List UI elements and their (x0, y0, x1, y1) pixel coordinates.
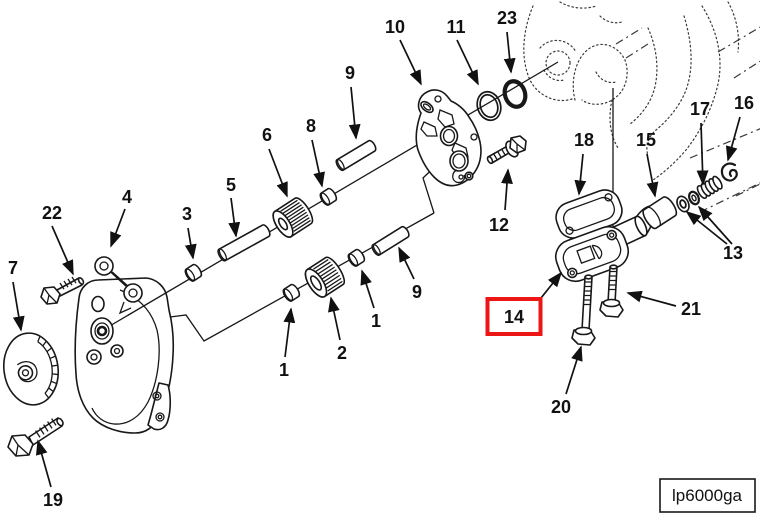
mounting-bracket (94, 256, 143, 315)
engine-block-section-lines (615, 26, 760, 213)
callout-13[interactable]: 13 (723, 243, 743, 263)
bolt-20 (571, 274, 596, 346)
callout-8[interactable]: 8 (306, 116, 316, 136)
callout-20[interactable]: 20 (551, 397, 571, 417)
o-ring-23 (502, 79, 528, 109)
callout-15[interactable]: 15 (636, 130, 656, 150)
callout-4[interactable]: 4 (122, 187, 132, 207)
callout-16[interactable]: 16 (734, 93, 754, 113)
callout-1-right[interactable]: 1 (371, 311, 381, 331)
callout-10[interactable]: 10 (385, 17, 405, 37)
callout-14-highlighted[interactable]: 14 (504, 307, 524, 327)
callout-19[interactable]: 19 (43, 490, 63, 510)
valve-spring-17 (696, 175, 723, 200)
idler-gear-2 (304, 256, 346, 298)
bolt-19 (7, 417, 64, 457)
pump-housing (74, 277, 175, 434)
callout-18[interactable]: 18 (574, 130, 594, 150)
callout-5[interactable]: 5 (226, 175, 236, 195)
bolt-22 (40, 276, 85, 305)
bushing-8 (319, 187, 338, 206)
housing-bores (86, 295, 124, 365)
shaft-5 (217, 224, 271, 262)
leader-arrows (12, 31, 741, 488)
callout-3[interactable]: 3 (182, 204, 192, 224)
callout-9-upper[interactable]: 9 (345, 63, 355, 83)
bolt-12 (486, 135, 527, 165)
retainer-clip-16 (720, 162, 738, 182)
idler-gear-6 (272, 197, 314, 238)
highlight-box-part-14[interactable] (485, 297, 543, 336)
callout-22[interactable]: 22 (42, 203, 62, 223)
callout-9-lower[interactable]: 9 (412, 282, 422, 302)
callout-12[interactable]: 12 (489, 215, 509, 235)
callout-6[interactable]: 6 (262, 125, 272, 145)
callout-23[interactable]: 23 (497, 8, 517, 28)
valve-gasket (555, 189, 623, 239)
bushing-3 (184, 263, 203, 282)
bolt-21 (599, 264, 624, 318)
drive-gear (2, 332, 60, 406)
bushing-1-right (347, 248, 366, 267)
valve-plunger-15 (642, 196, 678, 230)
bushing-1-left (282, 283, 301, 302)
figure-code-box: lp6000ga (659, 478, 756, 513)
callout-1-left[interactable]: 1 (279, 360, 289, 380)
housing-foot-flange (147, 382, 172, 431)
callout-17[interactable]: 17 (690, 99, 710, 119)
callout-2[interactable]: 2 (337, 343, 347, 363)
callout-7[interactable]: 7 (8, 258, 18, 278)
shaft-9-upper (335, 139, 377, 172)
callout-21[interactable]: 21 (681, 299, 701, 319)
callout-11[interactable]: 11 (446, 17, 465, 37)
shaft-9-lower (371, 225, 410, 257)
o-ring-11 (476, 90, 502, 122)
pump-cover-plate (415, 89, 482, 187)
washer-13-b (687, 190, 701, 206)
engine-block-phantom-outline (523, 1, 740, 181)
figure-code-label: lp6000ga (672, 486, 743, 505)
